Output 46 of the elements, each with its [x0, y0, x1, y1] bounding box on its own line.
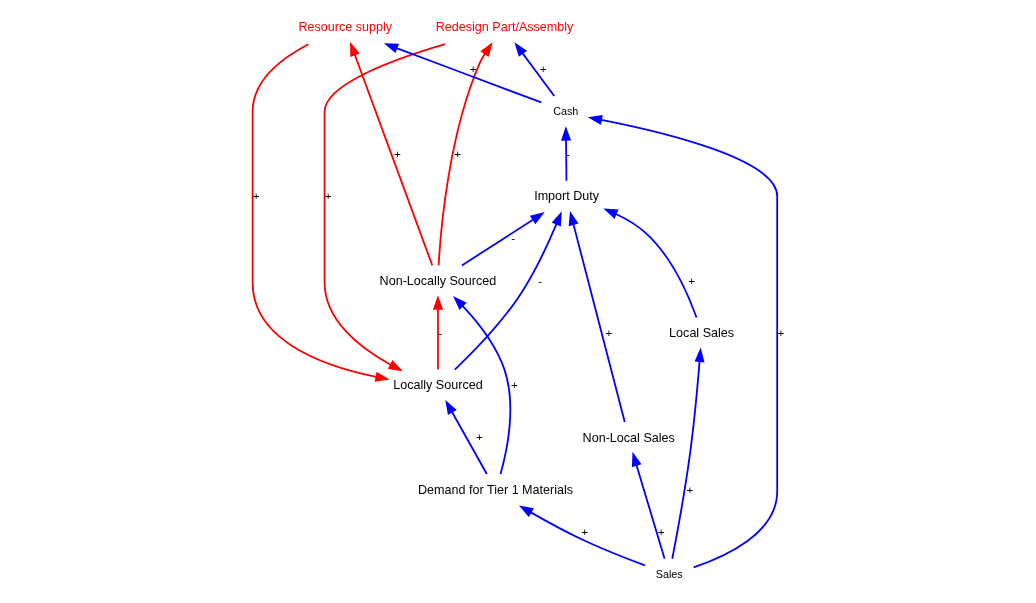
node-text: Locally Sourced — [392, 378, 483, 393]
arrow — [432, 295, 443, 371]
edge-label: + — [687, 273, 695, 287]
edge-label: + — [393, 146, 401, 160]
node-text: Non-Locally Sourced — [379, 274, 496, 289]
edge-label: + — [453, 146, 461, 160]
node-text: Cash — [552, 105, 578, 118]
edge-label: - — [510, 231, 515, 245]
node-text: Non-Local Sales — [582, 430, 675, 445]
node-text: Local Sales — [668, 326, 734, 341]
arrow — [460, 212, 545, 267]
node-text: Import Duty — [533, 189, 599, 204]
node-text: Resource supply — [297, 20, 392, 35]
edge-label: - — [437, 325, 442, 339]
arrow — [670, 347, 705, 560]
edge-label: + — [469, 62, 476, 76]
arrow — [323, 43, 446, 372]
edge-label: + — [580, 524, 588, 538]
edge-label: + — [657, 524, 665, 538]
arrow — [631, 451, 665, 560]
arrow — [453, 211, 562, 371]
edge-label: + — [475, 430, 483, 444]
arrow — [587, 114, 778, 569]
arrow — [518, 505, 646, 567]
arrow — [452, 296, 511, 475]
edge-label: + — [252, 189, 260, 203]
arrow — [568, 210, 626, 423]
edge-label: + — [605, 325, 612, 339]
edge-label: + — [510, 378, 518, 392]
edge-label: + — [686, 482, 693, 496]
edge-label: - — [537, 273, 542, 287]
arrow — [560, 126, 571, 182]
arrow — [513, 42, 555, 97]
edge-label: + — [324, 189, 332, 203]
node-text: Demand for Tier 1 Materials — [417, 482, 573, 497]
edge-label: + — [776, 325, 784, 339]
arrow — [444, 400, 488, 475]
node-text: Sales — [655, 567, 683, 580]
edge-label: + — [539, 62, 547, 76]
arrow — [251, 43, 390, 382]
arrow — [383, 43, 542, 104]
arrow — [349, 41, 433, 267]
arrow — [602, 208, 697, 319]
node-text: Redesign Part/Assembly — [435, 20, 573, 35]
edge-label: - — [565, 146, 570, 160]
arrow — [437, 42, 493, 267]
